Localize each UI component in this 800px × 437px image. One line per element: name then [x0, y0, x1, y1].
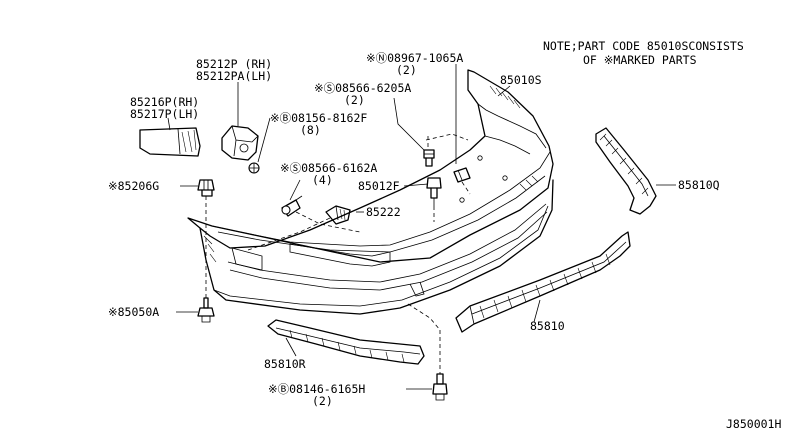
label-08566-6205a-qty: (2): [344, 93, 365, 107]
bolt-08146: [432, 373, 448, 401]
label-85217p: 85217P(LH): [130, 107, 199, 121]
screw-08566-6205a: [423, 149, 435, 167]
leader-lines: [167, 64, 676, 390]
label-85010s: 85010S: [500, 73, 542, 87]
label-08146-qty: (2): [312, 394, 333, 408]
label-08566-6162a: ※Ⓢ08566-6162A: [280, 161, 377, 175]
side-reflector-85216p: [139, 127, 201, 157]
bracket-85212p: [221, 125, 259, 161]
clip-85222: [325, 205, 351, 225]
label-08967-qty: (2): [396, 63, 417, 77]
screw-08156: [248, 162, 260, 174]
label-85206g: ※85206G: [108, 179, 159, 193]
part-labels: 85212P (RH) 85212PA(LH) 85216P(RH) 85217…: [108, 51, 720, 408]
note-line-2: OF ※MARKED PARTS: [583, 53, 697, 67]
clip-85206g: [197, 179, 215, 197]
label-08566-6205a: ※Ⓢ08566-6205A: [314, 81, 411, 95]
bolt-85012f: [426, 177, 442, 206]
bolt-85050a: [197, 297, 215, 323]
side-strip-85810q: [595, 127, 657, 215]
label-85222: 85222: [366, 205, 401, 219]
label-85810: 85810: [530, 319, 565, 333]
label-08156: ※Ⓑ08156-8162F: [270, 111, 367, 125]
label-85810r: 85810R: [264, 357, 306, 371]
screw-08566-6162a: [281, 195, 303, 217]
label-08967: ※Ⓝ08967-1065A: [366, 51, 463, 65]
lower-strip-85810r: [267, 319, 425, 365]
label-85212pa: 85212PA(LH): [196, 69, 272, 83]
reinforcement-85810: [455, 231, 631, 333]
note-line-1: NOTE;PART CODE 85010SCONSISTS: [543, 39, 744, 53]
label-08146: ※Ⓑ08146-6165H: [268, 382, 365, 396]
label-85216p: 85216P(RH): [130, 95, 199, 109]
label-85050a: ※85050A: [108, 305, 159, 319]
rear-bumper-fascia: [187, 69, 554, 315]
label-85212p: 85212P (RH): [196, 57, 272, 71]
diagram-id: J850001H: [726, 417, 781, 431]
assembly-lines: [205, 133, 471, 374]
label-85810q: 85810Q: [678, 178, 720, 192]
label-08566-6162a-qty: (4): [312, 173, 333, 187]
label-85012f: 85012F: [358, 179, 400, 193]
label-08156-qty: (8): [300, 123, 321, 137]
clip-08967: [453, 167, 471, 183]
